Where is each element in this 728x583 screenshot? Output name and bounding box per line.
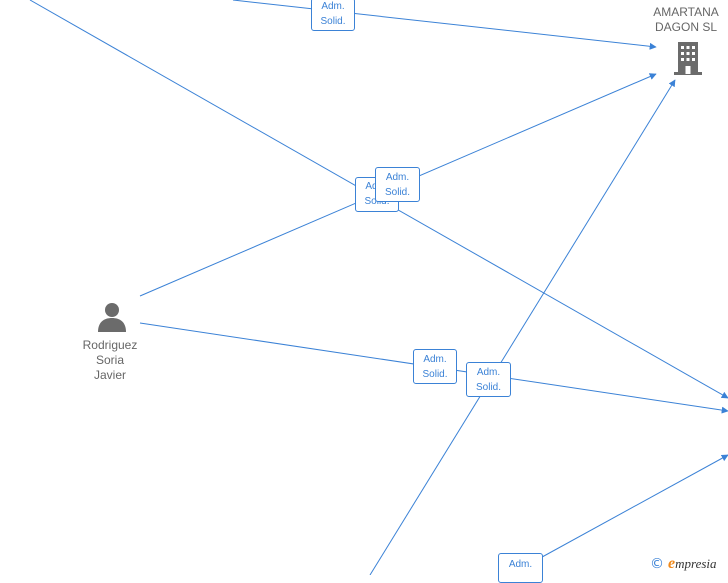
person-name-line-3: Javier (93, 368, 126, 382)
company-name-line-1: AMARTANA (653, 5, 719, 19)
brand-rest: mpresia (675, 556, 717, 571)
edge-label-1[interactable]: Adm. Solid. (311, 0, 355, 31)
edge-label-4[interactable]: Adm. Solid. (413, 349, 457, 384)
brand-initial: e (668, 555, 676, 572)
person-name-line-2: Soria (95, 353, 124, 367)
edge-bottom-right[interactable] (532, 454, 728, 563)
edge-bottom-to-company[interactable] (369, 79, 676, 575)
edge-label-3-line-2: Solid. (384, 187, 410, 198)
person-node-label[interactable]: Rodriguez Soria Javier (70, 338, 150, 383)
building-icon[interactable] (672, 40, 704, 76)
edge-label-4-line-1: Adm. (423, 354, 447, 365)
edge-label-3[interactable]: Adm. Solid. (375, 167, 420, 202)
empresia-watermark: © empresia (650, 555, 717, 573)
edge-label-4-line-2: Solid. (422, 369, 448, 380)
edge-label-1-line-1: Adm. (321, 1, 345, 12)
person-name-line-1: Rodriguez (82, 338, 138, 352)
edge-label-5-line-2: Solid. (475, 382, 501, 393)
edge-label-3-line-1: Adm. (385, 172, 410, 183)
person-icon[interactable] (96, 301, 128, 333)
edge-label-1-line-2: Solid. (320, 16, 346, 27)
edge-label-5[interactable]: Adm. Solid. (466, 362, 511, 397)
edge-label-5-line-1: Adm. (476, 367, 501, 378)
company-name-line-2: DAGON SL (654, 20, 717, 34)
empresia-logo: empresia (668, 555, 717, 573)
copyright-symbol: © (650, 556, 664, 572)
edge-top-to-company[interactable] (232, 0, 657, 50)
company-node-label[interactable]: AMARTANA DAGON SL (648, 5, 724, 35)
edge-label-6-line-1: Adm. (508, 559, 533, 570)
edge-label-6[interactable]: Adm. (498, 553, 543, 583)
